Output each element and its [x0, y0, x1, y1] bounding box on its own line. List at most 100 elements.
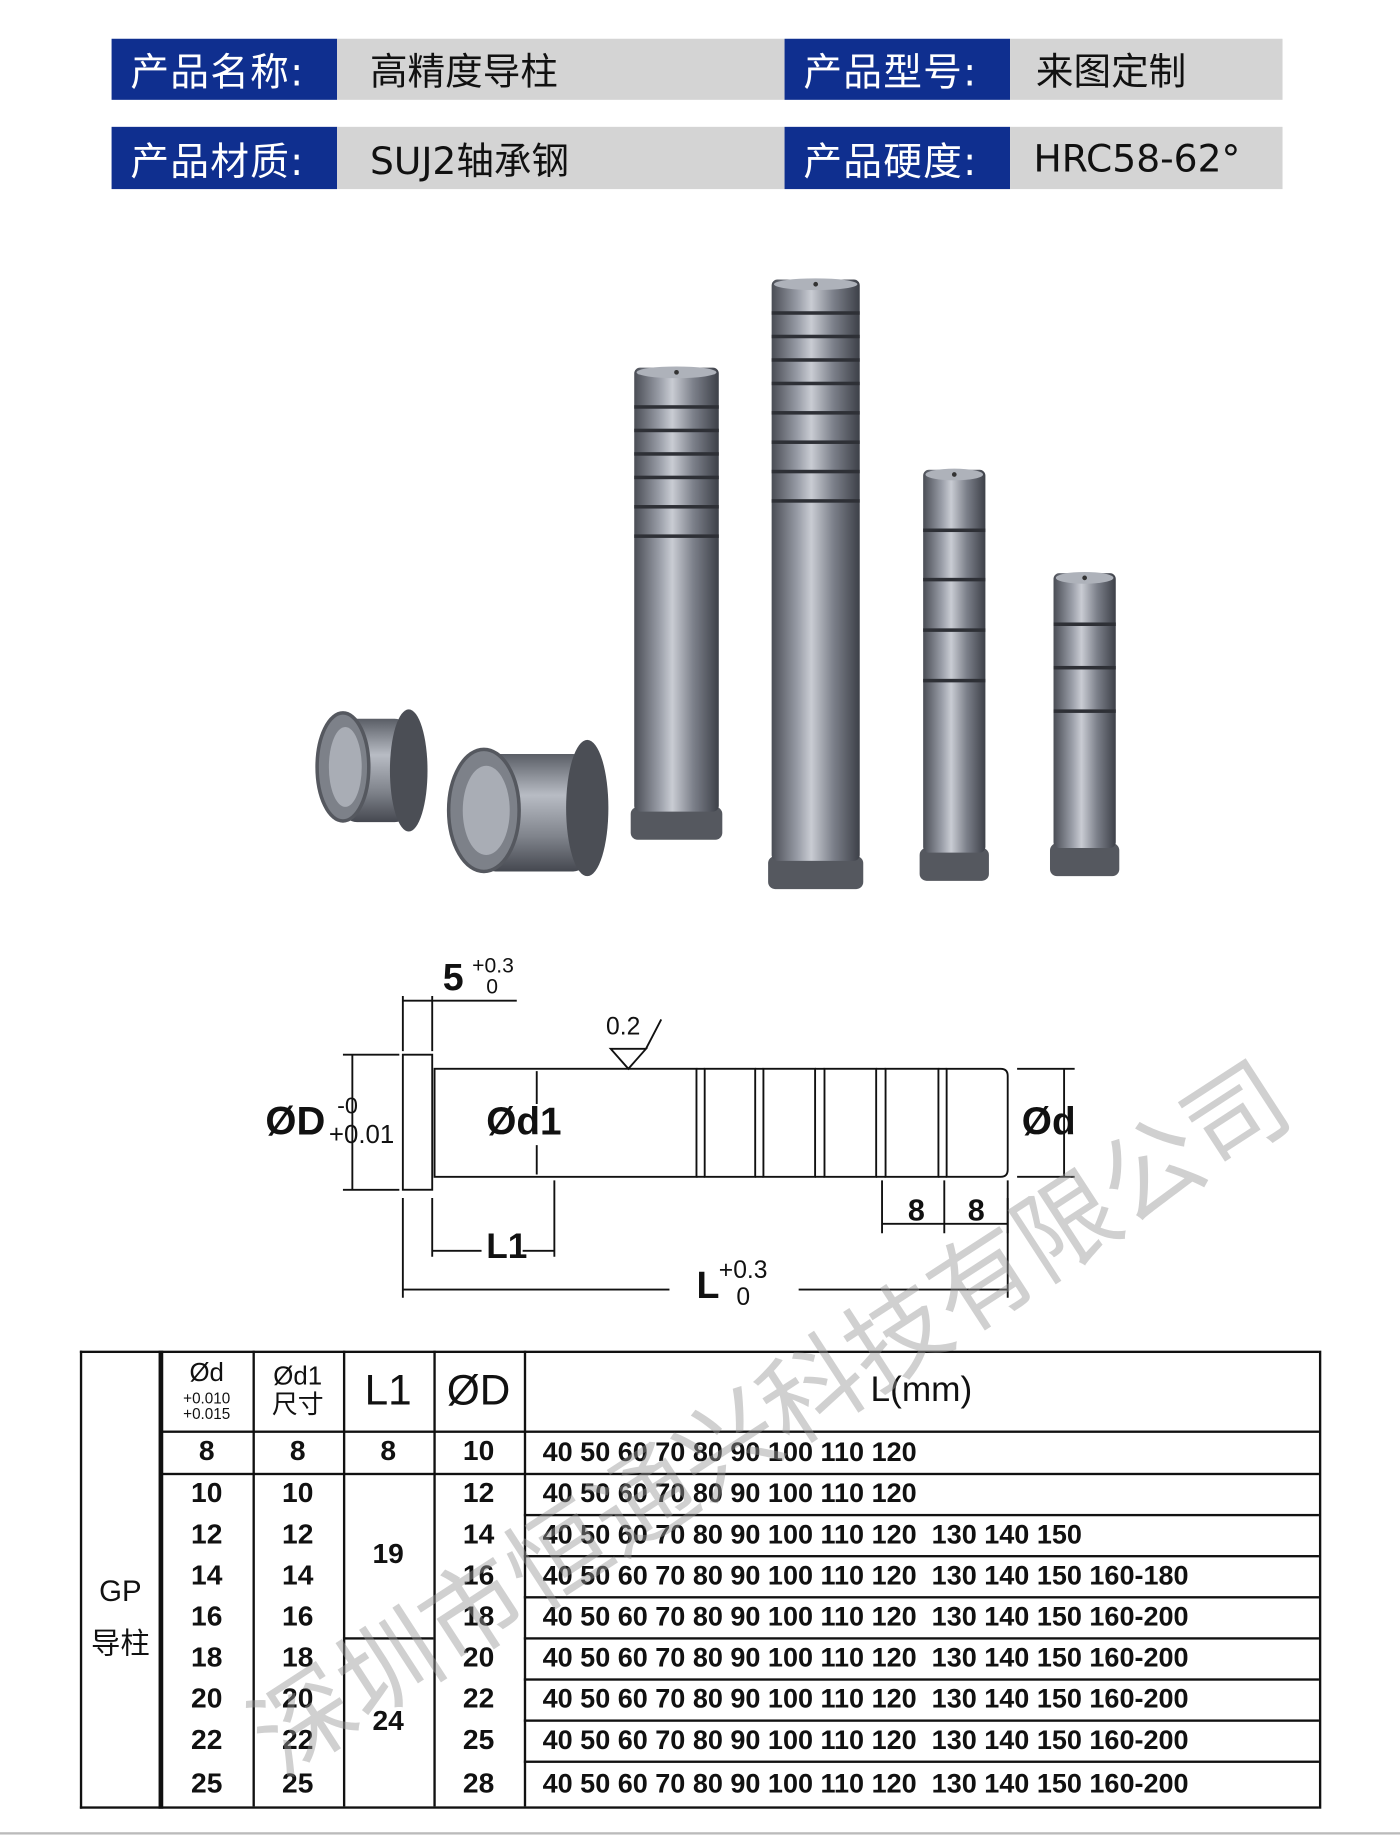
header-d: Ød+0.010+0.015 — [161, 1351, 253, 1431]
product-model-label: 产品型号: — [784, 38, 1011, 100]
guide-pillar-3 — [919, 468, 989, 881]
table-rule — [433, 1350, 436, 1807]
table-rule — [1318, 1350, 1322, 1809]
cell-D: 12 — [462, 1476, 495, 1509]
group-code: GP — [99, 1574, 142, 1608]
l1-group: 19 — [372, 1538, 404, 1571]
cell-D: 14 — [462, 1518, 495, 1550]
header-d-tol-upper: +0.010 — [183, 1389, 231, 1408]
cell-d1: 18 — [282, 1641, 314, 1674]
cell-d1: 10 — [282, 1476, 314, 1509]
table-rule — [523, 1350, 527, 1807]
table-rule — [523, 1760, 1319, 1763]
cell-D: 20 — [462, 1641, 495, 1674]
cell-D: 22 — [462, 1682, 495, 1715]
cell-d1: 8 — [289, 1435, 306, 1467]
shaft-body — [433, 1067, 698, 1178]
cell-d: 18 — [191, 1641, 223, 1674]
header-d1-label: Ød1 — [273, 1361, 323, 1391]
table-rule-thick — [158, 1350, 164, 1809]
table-rule — [523, 1678, 1319, 1681]
flange-width-tol-lower: 0 — [486, 974, 499, 999]
cell-L: 40 50 60 70 80 90 100 110 120 130 140 15… — [542, 1641, 1189, 1673]
flange-width-tol-upper: +0.3 — [472, 953, 514, 978]
group-label: GP 导柱 — [80, 1431, 161, 1807]
cell-d1: 25 — [282, 1767, 314, 1799]
product-hardness-value: HRC58-62° — [1010, 126, 1283, 190]
table-rule — [523, 1637, 1319, 1640]
guide-pillar-2 — [768, 278, 864, 890]
l1-group: 8 — [380, 1435, 397, 1467]
product-material-value: SUJ2轴承钢 — [337, 126, 785, 190]
cell-d: 8 — [198, 1435, 215, 1467]
table-rule — [252, 1350, 255, 1807]
table-rule — [342, 1350, 346, 1807]
cell-d1: 12 — [282, 1518, 314, 1550]
cell-L: 40 50 60 70 80 90 100 110 120 130 140 15… — [542, 1683, 1189, 1714]
cell-d: 20 — [191, 1682, 223, 1715]
technical-drawing — [342, 995, 1075, 1298]
flange-outline — [401, 1053, 434, 1191]
guide-pillar-1 — [630, 366, 723, 840]
guide-pillar-4 — [1049, 571, 1120, 877]
cell-d: 16 — [191, 1600, 223, 1632]
flange-width-label: 5 — [442, 956, 464, 999]
flange-tol-upper: -0 — [337, 1093, 358, 1120]
flange-tol-lower: +0.01 — [328, 1119, 395, 1149]
product-photo — [315, 278, 1120, 890]
table-rule — [523, 1596, 1319, 1599]
l1-group: 24 — [372, 1705, 404, 1738]
cell-L: 40 50 60 70 80 90 100 110 120 130 140 15… — [542, 1724, 1189, 1755]
header-d-tol-lower: +0.015 — [183, 1404, 231, 1423]
product-name-value: 高精度导柱 — [337, 38, 785, 100]
cell-d: 22 — [191, 1723, 223, 1756]
l-tol-lower: 0 — [736, 1283, 751, 1311]
groove-pitch-1: 8 — [907, 1192, 925, 1228]
cell-d1: 20 — [282, 1682, 314, 1715]
cell-L: 40 50 60 70 80 90 100 110 120 130 140 15… — [542, 1767, 1189, 1799]
cell-L: 40 50 60 70 80 90 100 110 120 — [542, 1477, 917, 1509]
cell-D: 10 — [462, 1435, 495, 1467]
product-model-value: 来图定制 — [1010, 38, 1283, 100]
table-rule — [160, 1430, 1319, 1433]
product-name-label: 产品名称: — [111, 38, 338, 100]
flange-diameter-label: ØD — [265, 1099, 326, 1144]
d1-label: Ød1 — [486, 1099, 562, 1143]
cell-d: 12 — [191, 1518, 223, 1550]
header-D: ØD — [446, 1365, 511, 1415]
table-rule — [79, 1350, 83, 1809]
cell-L: 40 50 60 70 80 90 100 110 120 130 140 15… — [542, 1518, 1082, 1550]
l-label: L — [696, 1263, 720, 1307]
cell-D: 25 — [462, 1723, 495, 1756]
header-d-label: Ød — [189, 1357, 224, 1388]
table-rule — [523, 1719, 1319, 1722]
groove-pitch-2: 8 — [967, 1192, 985, 1228]
group-name: 导柱 — [91, 1627, 150, 1661]
cell-d1: 22 — [282, 1723, 314, 1756]
table-rule — [79, 1350, 1319, 1354]
cell-d: 14 — [191, 1559, 223, 1591]
cell-D: 16 — [462, 1559, 495, 1591]
table-rule — [523, 1555, 1319, 1558]
cell-D: 18 — [462, 1600, 495, 1632]
product-material-label: 产品材质: — [111, 126, 338, 190]
table-rule — [523, 1513, 1319, 1517]
table-rule — [160, 1472, 1319, 1476]
d-label: Ød — [1021, 1099, 1076, 1143]
cell-d: 25 — [191, 1767, 223, 1799]
cell-d1: 14 — [282, 1559, 314, 1591]
table-rule — [342, 1637, 434, 1640]
guide-bushing-large — [446, 739, 609, 877]
bottom-rule — [0, 1832, 1400, 1835]
header-l1: L1 — [364, 1365, 412, 1415]
roughness-label: 0.2 — [606, 1013, 641, 1041]
cell-L: 40 50 60 70 80 90 100 110 120 130 140 15… — [542, 1559, 1189, 1591]
cell-d: 10 — [191, 1476, 223, 1509]
header-d1-sub: 尺寸 — [271, 1389, 324, 1419]
header-L: L(mm) — [870, 1370, 973, 1410]
cell-L: 40 50 60 70 80 90 100 110 120 130 140 15… — [542, 1600, 1189, 1632]
cell-D: 28 — [462, 1767, 495, 1799]
table-rule — [79, 1806, 1319, 1809]
